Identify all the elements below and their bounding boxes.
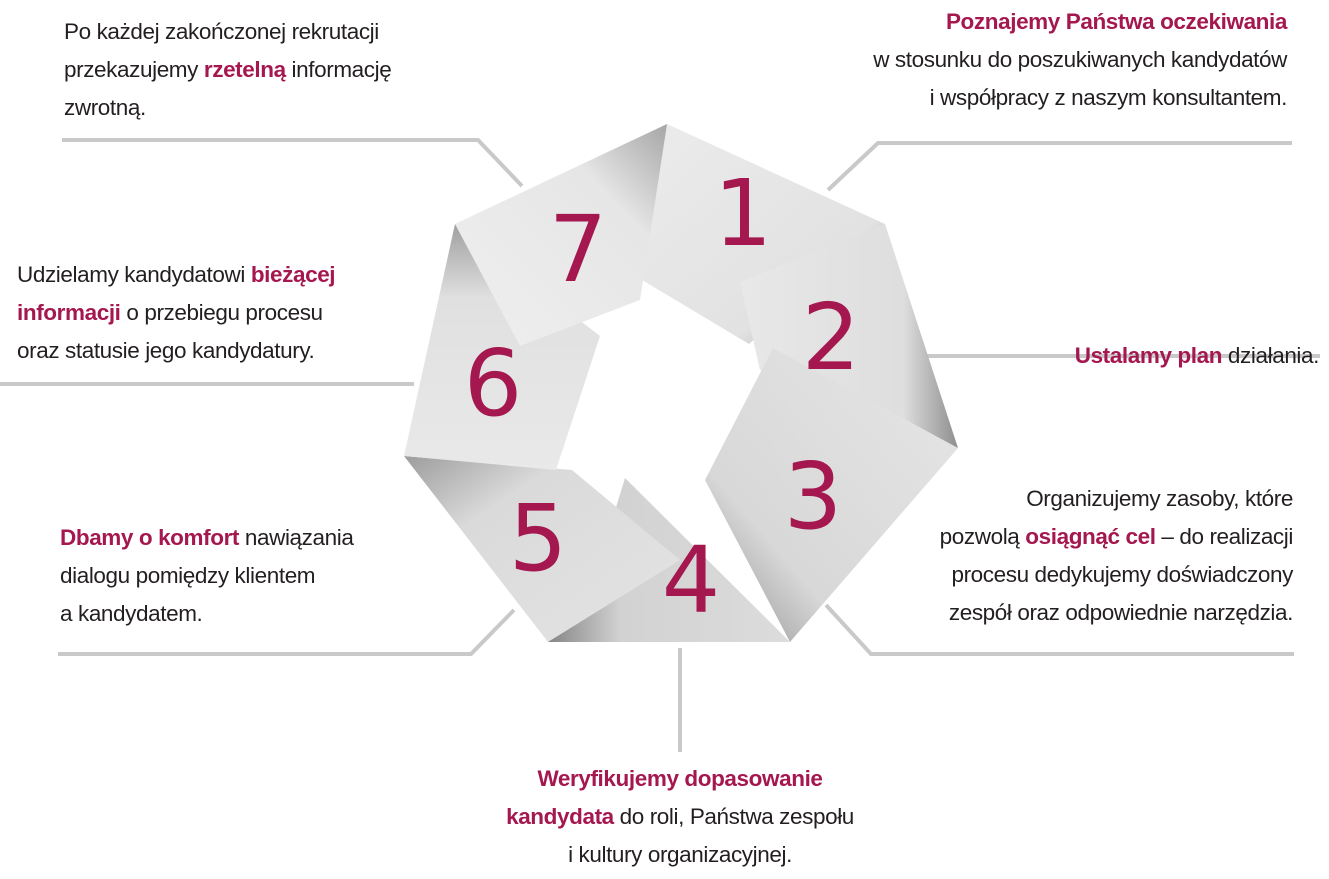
body-text: o przebiegu procesu: [120, 300, 323, 325]
connector-3: [824, 603, 1294, 656]
step-number-3: 3: [784, 443, 843, 550]
step-number-4: 4: [662, 527, 721, 634]
panel-2: [740, 224, 958, 448]
body-text: nawiązania: [239, 525, 354, 550]
highlight-text: osiągnąć cel: [1025, 524, 1156, 549]
description-line: kandydata do roli, Państwa zespołu: [420, 798, 940, 836]
step-2-description: Ustalamy plan działania.: [919, 337, 1320, 375]
highlight-text: Poznajemy Państwa oczekiwania: [945, 9, 1287, 34]
step-number-2: 2: [802, 284, 861, 391]
highlight-text: Weryfikujemy dopasowanie: [537, 766, 823, 791]
connector-7: [62, 138, 524, 188]
highlight-text: kandydata: [506, 804, 614, 829]
step-number-5: 5: [509, 485, 568, 592]
panel-5: [404, 456, 680, 642]
body-text: a kandydatem.: [60, 601, 203, 626]
description-line: procesu dedykujemy doświadczony: [823, 556, 1293, 594]
body-text: Po każdej zakończonej rekrutacji: [64, 19, 379, 44]
description-line: a kandydatem.: [60, 595, 480, 633]
body-text: informację: [285, 57, 392, 82]
description-line: pozwolą osiągnąć cel – do realizacji: [823, 518, 1294, 556]
description-line: informacji o przebiegu procesu: [17, 294, 437, 332]
connector-lines: [0, 138, 1320, 752]
body-text: oraz statusie jego kandydatury.: [17, 338, 315, 363]
body-text: Udzielamy kandydatowi: [17, 262, 251, 287]
highlight-text: informacji: [17, 300, 121, 325]
body-text: procesu dedykujemy doświadczony: [951, 562, 1293, 587]
description-line: i współpracy z naszym konsultantem.: [727, 79, 1288, 117]
body-text: zwrotną.: [64, 95, 146, 120]
step-number-6: 6: [464, 330, 523, 437]
description-line: Po każdej zakończonej rekrutacji: [64, 13, 484, 51]
body-text: i kultury organizacyjnej.: [568, 842, 792, 867]
body-text: Organizujemy zasoby, które: [1026, 486, 1293, 511]
panel-7: [455, 124, 667, 346]
description-line: Ustalamy plan działania.: [919, 337, 1320, 375]
body-text: przekazujemy: [64, 57, 204, 82]
panel-6: [404, 224, 600, 470]
highlight-text: Dbamy o komfort: [60, 525, 240, 550]
folded-panels: [404, 124, 958, 642]
step-5-description: Dbamy o komfort nawiązania dialogu pomięd…: [60, 519, 480, 633]
description-line: Organizujemy zasoby, które: [823, 480, 1293, 518]
highlight-text: bieżącej: [250, 262, 336, 287]
connector-1: [826, 141, 1292, 192]
step-number-7: 7: [549, 196, 608, 303]
description-line: zespół oraz odpowiednie narzędzia.: [823, 594, 1294, 632]
description-line: przekazujemy rzetelną informację: [64, 51, 484, 89]
step-7-description: Po każdej zakończonej rekrutacji przekazu…: [64, 13, 484, 127]
description-line: i kultury organizacyjnej.: [420, 836, 940, 874]
body-text: działania.: [1222, 343, 1319, 368]
panel-3: [705, 348, 958, 642]
description-line: Dbamy o komfort nawiązania: [60, 519, 480, 557]
step-numbers: 1 2 3 4 5 6 7: [464, 160, 861, 634]
body-text: dialogu pomiędzy klientem: [60, 563, 316, 588]
description-line: w stosunku do poszukiwanych kandydatów: [727, 41, 1287, 79]
description-line: Udzielamy kandydatowi bieżącej: [17, 256, 437, 294]
panel-1: [622, 124, 885, 344]
description-line: Poznajemy Państwa oczekiwania: [727, 3, 1287, 41]
description-line: dialogu pomiędzy klientem: [60, 557, 480, 595]
step-number-1: 1: [714, 160, 773, 267]
description-line: Weryfikujemy dopasowanie: [420, 760, 940, 798]
body-text: i współpracy z naszym konsultantem.: [929, 85, 1288, 110]
connector-5: [58, 608, 516, 656]
highlight-text: rzetelną: [203, 57, 286, 82]
description-line: zwrotną.: [64, 89, 484, 127]
body-text: w stosunku do poszukiwanych kandydatów: [873, 47, 1287, 72]
step-4-description: Weryfikujemy dopasowanie kandydata do rol…: [420, 760, 940, 874]
step-1-description: Poznajemy Państwa oczekiwania w stosunku …: [727, 3, 1287, 117]
body-text: – do realizacji: [1155, 524, 1293, 549]
highlight-text: Ustalamy plan: [1074, 343, 1223, 368]
body-text: do roli, Państwa zespołu: [613, 804, 855, 829]
body-text: zespół oraz odpowiednie narzędzia.: [948, 600, 1294, 625]
description-line: oraz statusie jego kandydatury.: [17, 332, 437, 370]
body-text: pozwolą: [939, 524, 1026, 549]
